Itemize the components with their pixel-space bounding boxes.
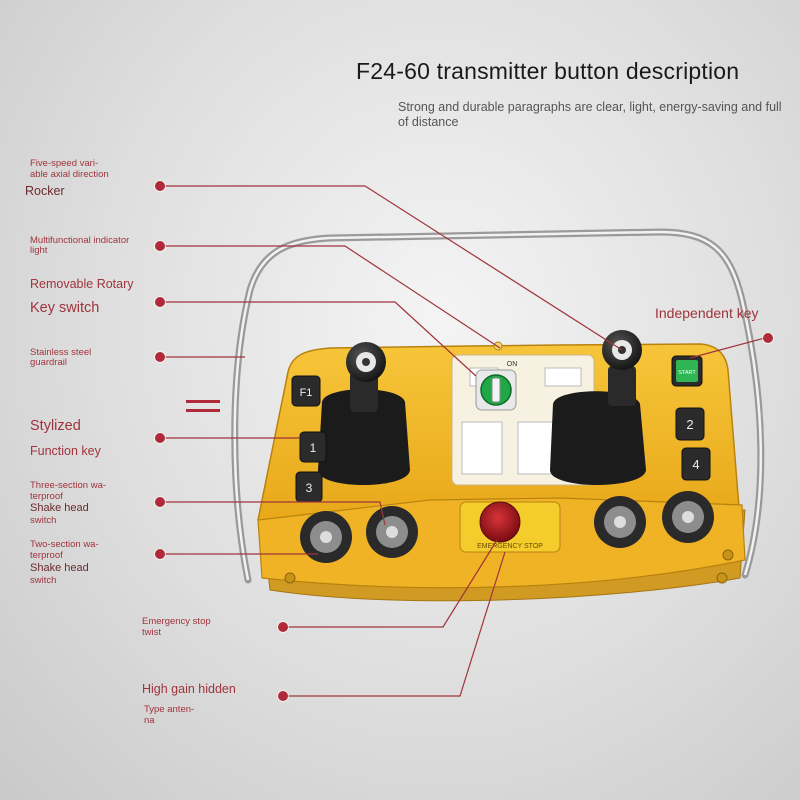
emergency-label-2: twist (142, 627, 161, 638)
antenna-label-2: Type anten- (144, 704, 195, 715)
equals-marker (186, 400, 220, 416)
rotary-dot (155, 297, 165, 307)
independent-key-label: Independent key (655, 305, 759, 321)
on-label: ON (507, 361, 518, 368)
page-title: F24-60 transmitter button description (356, 58, 740, 84)
rotary-label-2: Key switch (30, 300, 100, 316)
three-section-label-4: switch (30, 515, 57, 526)
rocker-label-3: Rocker (25, 184, 65, 198)
start-key-label: START (678, 370, 696, 376)
two-section-label-1: Two-section wa- (30, 539, 99, 550)
stylized-label-1: Stylized (30, 418, 81, 434)
independent-dot (763, 333, 773, 343)
guardrail-label-2: guardrail (30, 357, 67, 368)
f1-key-label: F1 (300, 387, 313, 399)
function-keys-left: F1 1 3 (291, 375, 327, 503)
indicator-dot (155, 241, 165, 251)
three-section-dot (155, 497, 165, 507)
key-3-label: 3 (306, 481, 313, 495)
right-joystick-boot (550, 391, 646, 485)
rocker-dot (155, 181, 165, 191)
leader-lines (165, 185, 766, 697)
indicator-label-1: Multifunctional indicator (30, 235, 130, 246)
two-section-label-2: terproof (30, 550, 63, 561)
three-section-label-2: terproof (30, 491, 63, 502)
indicator-label-2: light (30, 245, 48, 256)
emergency-label-1: Emergency stop (142, 616, 211, 627)
two-section-label-4: switch (30, 575, 57, 586)
rotary-label-1: Removable Rotary (30, 277, 134, 291)
rocker-label-1: Five-speed vari- (30, 158, 99, 169)
key-2-label: 2 (686, 417, 693, 432)
guardrail-label-1: Stainless steel (30, 347, 92, 358)
function-keys-right: START 2 4 (671, 355, 711, 481)
key-1-label: 1 (310, 441, 317, 455)
stylized-label-2: Function key (30, 444, 101, 458)
three-section-label-3: Shake head (30, 502, 89, 514)
antenna-dot (278, 691, 288, 701)
two-section-dot (155, 549, 165, 559)
shake-head-switches (300, 491, 714, 563)
function-key-dot (155, 433, 165, 443)
three-section-label-1: Three-section wa- (30, 480, 107, 491)
antenna-label-3: na (144, 715, 155, 726)
guardrail-dot (155, 352, 165, 362)
two-section-label-3: Shake head (30, 562, 89, 574)
emergency-stop-text: EMERGENCY STOP (477, 543, 543, 550)
rocker-label-2: able axial direction (30, 169, 109, 180)
left-joystick-boot (318, 389, 410, 485)
emergency-stop-button (479, 501, 521, 543)
key-4-label: 4 (692, 457, 699, 472)
antenna-label-1: High gain hidden (142, 682, 236, 696)
emergency-dot (278, 622, 288, 632)
page-subtitle: Strong and durable paragraphs are clear,… (398, 100, 782, 129)
